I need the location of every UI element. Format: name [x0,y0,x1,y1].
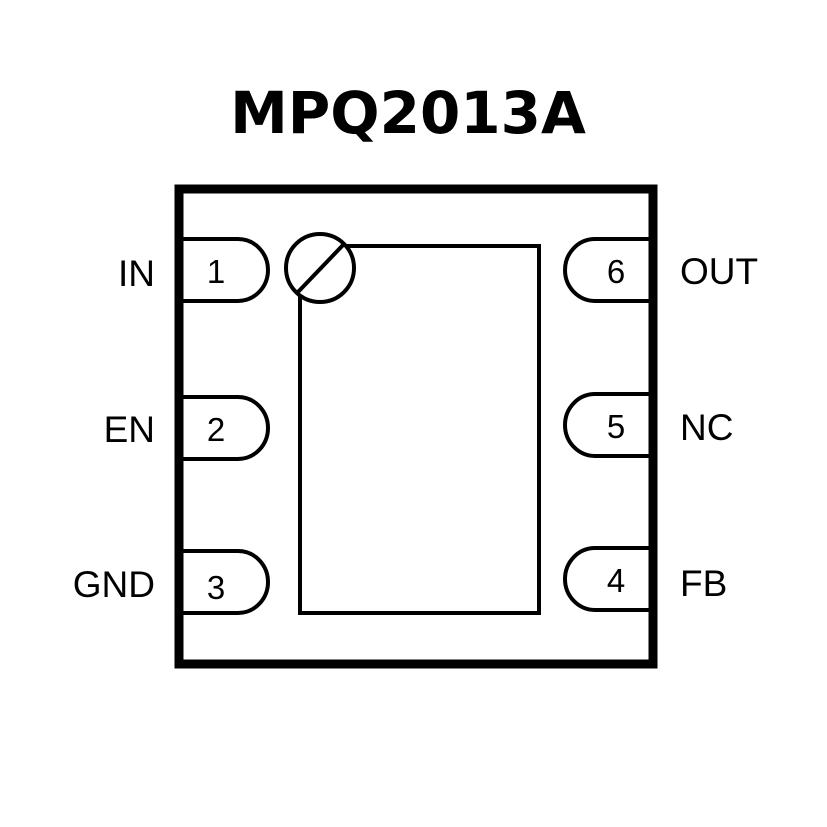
pin-1: 1 IN [118,237,270,303]
pin-name: NC [680,407,733,448]
pin-4: 4 FB [563,546,727,612]
pin-name: OUT [680,251,758,292]
pin1-marker-icon [284,232,356,304]
package-outline [174,184,658,669]
pin-name: IN [118,253,155,294]
pin-name: FB [680,563,727,604]
pin-6: 6 OUT [563,237,758,303]
pin-name: EN [104,409,155,450]
chip-title: MPQ2013A [230,79,586,147]
pin-number: 6 [607,253,625,290]
pin-number: 5 [607,408,625,445]
pin-2: 2 EN [104,395,270,461]
pin-name: GND [73,564,155,605]
exposed-pad [298,244,541,615]
pin-5: 5 NC [563,392,733,458]
pin-number: 1 [207,253,225,290]
pin-number: 2 [207,411,225,448]
pin-number: 4 [607,562,625,599]
pin-number: 3 [207,569,225,606]
pin-3: 3 GND [73,549,270,615]
